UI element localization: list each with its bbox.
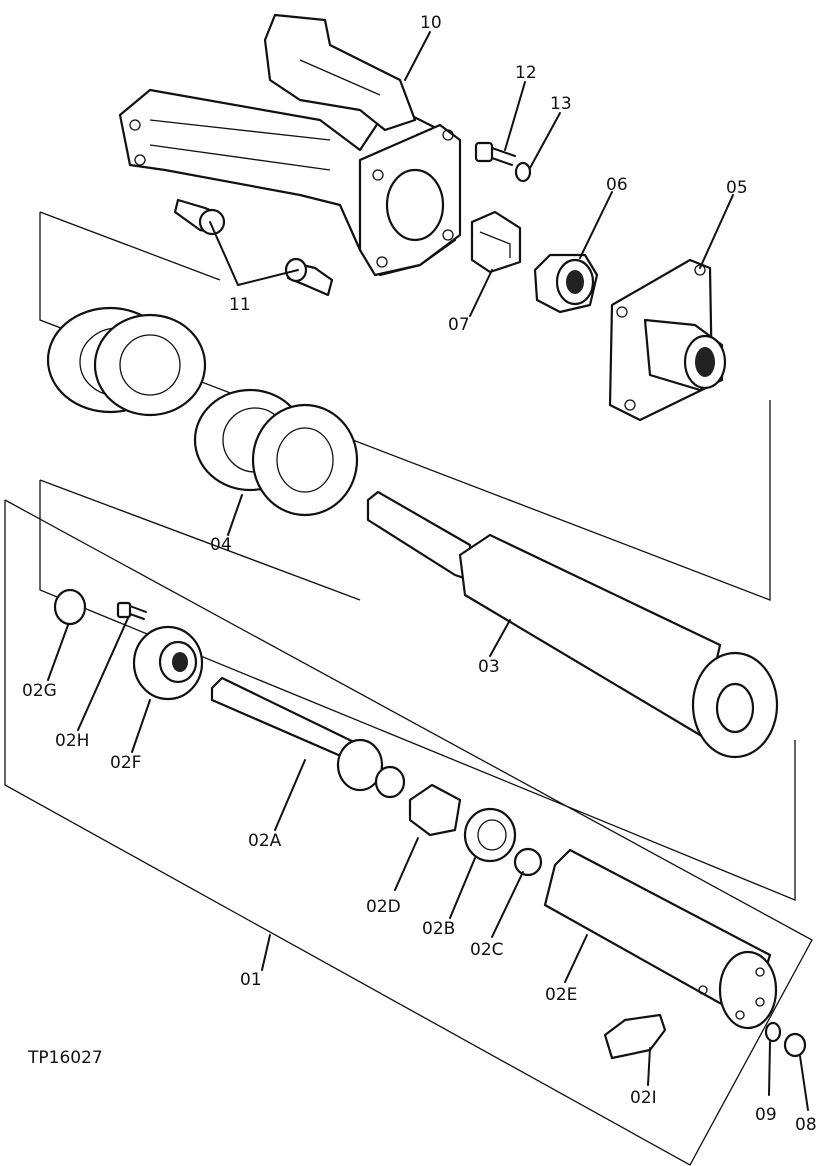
plug-08 [783, 1032, 807, 1058]
callout-03: 03 [478, 657, 500, 677]
callout-04: 04 [210, 535, 232, 555]
rod-disc-03 [366, 490, 779, 759]
leader-lines [47, 31, 809, 1111]
o-ring-02G [53, 588, 87, 626]
callout-07: 07 [448, 315, 470, 335]
callout-09: 09 [755, 1105, 777, 1125]
callout-02H: 02H [55, 731, 89, 751]
assembly-outlines [4, 211, 813, 1166]
nut-06 [533, 253, 599, 314]
callout-02E: 02E [545, 985, 577, 1005]
callout-10: 10 [420, 13, 442, 33]
callout-02A: 02A [248, 831, 282, 851]
callout-labels: 10 12 13 06 05 07 11 04 03 02G 02H 02F 0… [22, 13, 817, 1135]
wear-ring-02D [408, 783, 462, 837]
callout-11: 11 [229, 295, 251, 315]
callout-02C: 02C [470, 940, 504, 960]
callout-13: 13 [550, 94, 572, 114]
flanged-cap-02F [132, 625, 204, 701]
flange-housing-05 [608, 258, 727, 422]
callout-01: 01 [240, 970, 262, 990]
cap-screw-12 [474, 141, 516, 166]
snap-ring-02C [513, 847, 543, 877]
piston-rod-02A [210, 676, 406, 799]
callout-08: 08 [795, 1115, 817, 1135]
seal-02B [463, 807, 517, 863]
callout-02F: 02F [110, 753, 141, 773]
cylinder-barrel-02E [543, 848, 778, 1030]
callout-02I: 02I [630, 1088, 657, 1108]
clip-07 [470, 210, 522, 274]
washer-09 [764, 1021, 782, 1043]
shoulder-bolts-11 [173, 198, 334, 297]
callout-06: 06 [606, 175, 628, 195]
bracket-support-10 [118, 13, 462, 277]
figure-code: TP16027 [27, 1048, 103, 1068]
callout-02D: 02D [366, 897, 401, 917]
callout-02G: 02G [22, 681, 57, 701]
lock-washer-13 [514, 161, 532, 183]
callout-02B: 02B [422, 919, 455, 939]
callout-05: 05 [726, 178, 748, 198]
relief-valve-02I [603, 1013, 667, 1060]
springs-04 [46, 306, 359, 517]
callout-12: 12 [515, 63, 537, 83]
screw-02H [116, 601, 147, 620]
